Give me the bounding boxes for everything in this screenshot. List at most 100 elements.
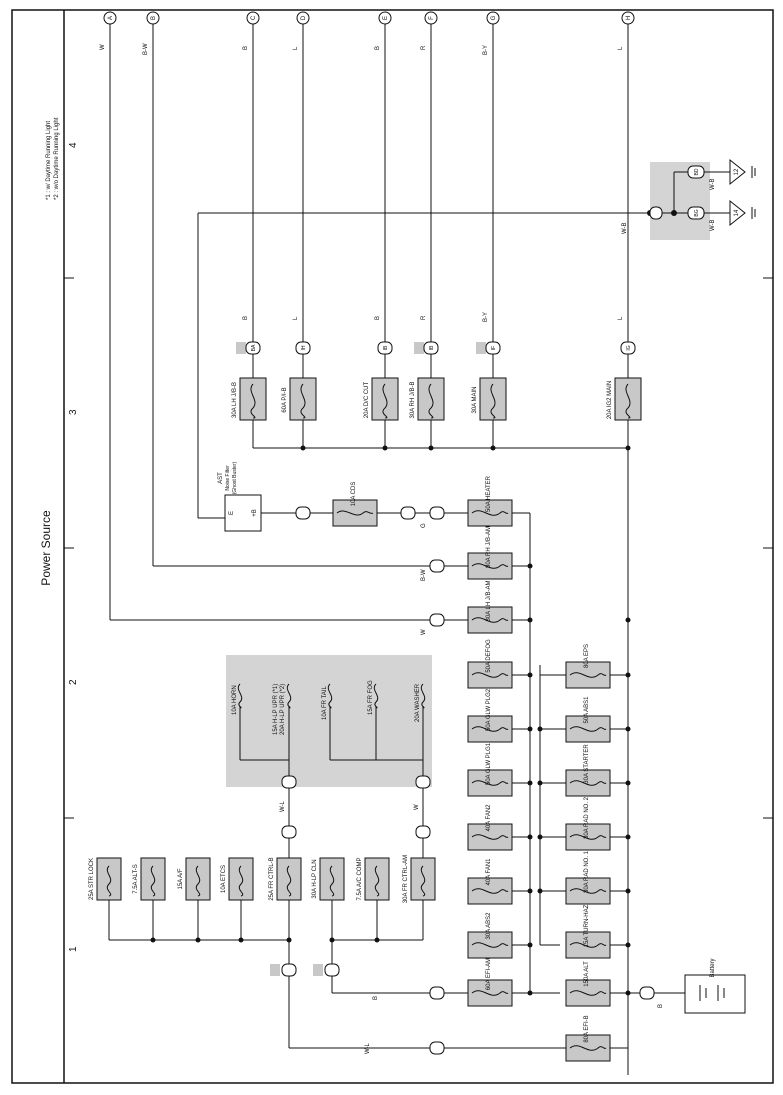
relay-pin-14: 14: [734, 209, 740, 216]
terminal-E: E: [383, 16, 389, 20]
right-fuse-4: 30A RH J/B-B: [410, 381, 416, 418]
middle-fuse-3: 80A LH J/B-AM: [486, 580, 492, 621]
lower-fuse-8: 80A EFI-B: [584, 1015, 590, 1042]
lower-fuse-1: 80A EPS: [584, 644, 590, 668]
ast-sub-2: (Ghost Buster): [232, 461, 238, 494]
relay-wiring: [197, 158, 756, 519]
ast-noise-filter: [224, 494, 262, 532]
left-fuse-5: 25A FR CTRL-B: [269, 857, 275, 900]
relay-box-wire-1: W-L: [280, 800, 286, 812]
right-wire-3: B: [375, 316, 381, 320]
grid-number-2: 2: [68, 679, 79, 685]
terminal-wire-A: W: [100, 44, 106, 50]
left-fuse-group: [96, 838, 566, 1055]
terminal-wire-F: R: [421, 45, 427, 50]
right-fuse-boxes: [239, 377, 642, 421]
battery-wire: B: [658, 1004, 664, 1008]
right-fuse-3: 20A D/C CUT: [364, 381, 370, 418]
upper-fuse-7: 60A EFI-AM: [486, 958, 492, 990]
right-fuse-2: 60A P/I-B: [282, 387, 288, 412]
relay-box-wiring: [237, 683, 431, 839]
lower-fuse-3: 30A STARTER: [584, 744, 590, 784]
relay-box-fuse-5: 15A FR FOG: [368, 680, 374, 715]
left-wire-1: W-L: [365, 1042, 371, 1054]
middle-fuse-2: 80A RH J/B-AM: [486, 526, 492, 568]
right-fuse-5: 30A MAIN: [472, 386, 478, 413]
terminal-wires: [109, 24, 629, 621]
right-wire-6: L: [618, 316, 624, 320]
left-fuse-1: 25A STR LOCK: [89, 858, 95, 900]
left-fuse-8: 30A FR CTRL-AM: [403, 855, 409, 903]
lower-fuse-5: 30A RAD NO. 1: [584, 850, 590, 893]
terminal-D: D: [301, 15, 307, 20]
relay-box-wire-2: W: [414, 804, 420, 810]
ast-sub-1: Noise Filter: [225, 465, 231, 491]
relay-wire-color-2: W-B: [710, 219, 716, 231]
page-title: Power Source: [39, 510, 53, 586]
right-wire-5: B-Y: [483, 312, 489, 322]
terminal-B: B: [151, 16, 157, 20]
ast-pin-e: E: [229, 511, 235, 515]
frame-border: [11, 9, 774, 1084]
right-connector-4: IB: [429, 345, 435, 350]
cds-fuse-label: 10A CDS: [351, 482, 357, 507]
left-fuse-6: 30A H-LP CLN: [312, 859, 318, 898]
terminal-wire-D: L: [293, 46, 299, 50]
right-connectors: [236, 341, 636, 355]
ground-wire-label: W-B: [622, 222, 628, 234]
right-connector-1: BA: [251, 344, 257, 351]
middle-wire-3: W: [421, 629, 427, 635]
upper-fuse-1: 50A DEFOG: [486, 639, 492, 673]
grid-number-3: 3: [68, 409, 79, 415]
lower-fuse-6: 15A TURN-HAZ: [584, 904, 590, 947]
right-wire-1: B: [243, 316, 249, 320]
grid-ticks: [64, 277, 773, 819]
right-connector-2: IH: [301, 345, 307, 350]
terminal-C: C: [251, 15, 257, 20]
left-wire-2: B: [373, 996, 379, 1000]
terminal-wire-B: B-W: [143, 43, 149, 55]
terminal-F: F: [429, 16, 435, 20]
right-connector-5: IF: [491, 346, 497, 350]
relay-connectors: [649, 165, 705, 220]
footnote-1: *1 : w/ Daytime Running Light: [46, 121, 52, 200]
relay-box-fuse-1: 10A HORN: [232, 685, 238, 715]
ast-label: AST: [218, 472, 224, 484]
grid-number-1: 1: [68, 946, 79, 952]
relay-pin-12: 12: [734, 168, 740, 175]
right-wire-4: R: [421, 315, 427, 320]
right-fuse-1: 30A LH J/B-B: [232, 382, 238, 418]
relay-box-fuse-4: 10A FR TAIL: [322, 686, 328, 720]
middle-fuse-boxes: [429, 499, 530, 634]
left-fuse-7: 7.5A A/C COMP: [357, 857, 363, 900]
relay-box-fuse-3: 20A H-LP UPR (*2): [280, 684, 286, 735]
terminal-wire-C: B: [243, 46, 249, 50]
lower-fuse-7: 150A ALT: [584, 961, 590, 987]
right-connector-6: IG: [626, 345, 632, 350]
lower-fuse-4: 30A RAD NO. 2: [584, 796, 590, 839]
terminal-wire-E: B: [375, 46, 381, 50]
relay-connector-1: BD: [694, 168, 700, 175]
upper-fuse-6: 30A ABS2: [486, 912, 492, 940]
upper-fuse-3: 50A GLW PLG1: [486, 742, 492, 785]
cds-wiring: [261, 499, 430, 527]
right-fuse-6: 20A IG2 MAIN: [607, 381, 613, 419]
relay-box: [226, 655, 432, 787]
left-fuse-4: 10A ETCS: [221, 865, 227, 893]
left-fuse-3: 15A A/F: [178, 868, 184, 889]
terminal-H: H: [626, 16, 632, 20]
terminal-wire-H: L: [618, 46, 624, 50]
grid-number-4: 4: [68, 142, 79, 148]
lower-row-fuses: [537, 661, 631, 1062]
upper-row-fuses: [467, 661, 533, 1007]
left-fuse-2: 7.5A ALT-S: [133, 864, 139, 894]
battery-label: Battery: [710, 958, 716, 977]
upper-fuse-4: 40A FAN2: [486, 804, 492, 832]
terminal-wire-G: B-Y: [483, 45, 489, 55]
upper-fuse-2: 50A GLW PLG2: [486, 688, 492, 731]
middle-wire-2: B-W: [421, 569, 427, 581]
footnote-2: *2 : w/o Daytime Running Light: [54, 117, 60, 200]
battery: [627, 974, 746, 1075]
middle-wire-1: G: [421, 523, 427, 528]
